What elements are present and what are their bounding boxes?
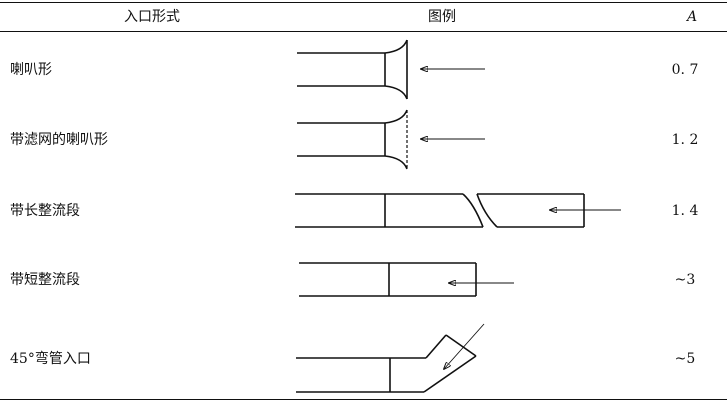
- flow-arrow-icon: [444, 323, 485, 369]
- table-header-rule: [0, 31, 727, 32]
- bellmouth-inlet-with-screen-figure: [297, 109, 485, 170]
- header-entry-form: 入口形式: [124, 9, 180, 25]
- row-name-long-section: 带长整流段: [10, 203, 80, 219]
- row-value-bellmouth: 0. 7: [671, 62, 699, 78]
- row-name-bellmouth: 喇叭形: [10, 62, 52, 78]
- bellmouth-inlet-figure: [297, 39, 485, 100]
- row-value-bellmouth-screen: 1. 2: [671, 132, 699, 148]
- 45-degree-elbow-inlet-figure: [296, 323, 485, 393]
- long-straightening-section-figure: [295, 193, 621, 228]
- break-mark-icon: [462, 193, 484, 228]
- header-figure: 图例: [428, 9, 456, 25]
- row-name-bellmouth-screen: 带滤网的喇叭形: [10, 132, 108, 148]
- short-straightening-section-figure: [299, 262, 514, 297]
- row-value-long-section: 1. 4: [671, 203, 699, 219]
- table-bottom-rule: [0, 399, 727, 400]
- row-name-45-elbow: 45°弯管入口: [10, 351, 91, 367]
- header-coefficient: A: [686, 9, 698, 25]
- break-mark-icon: [476, 193, 498, 228]
- table-top-rule: [0, 2, 727, 3]
- row-name-short-section: 带短整流段: [10, 272, 80, 288]
- row-value-short-section: ~3: [674, 272, 696, 288]
- row-value-45-elbow: ~5: [674, 351, 696, 367]
